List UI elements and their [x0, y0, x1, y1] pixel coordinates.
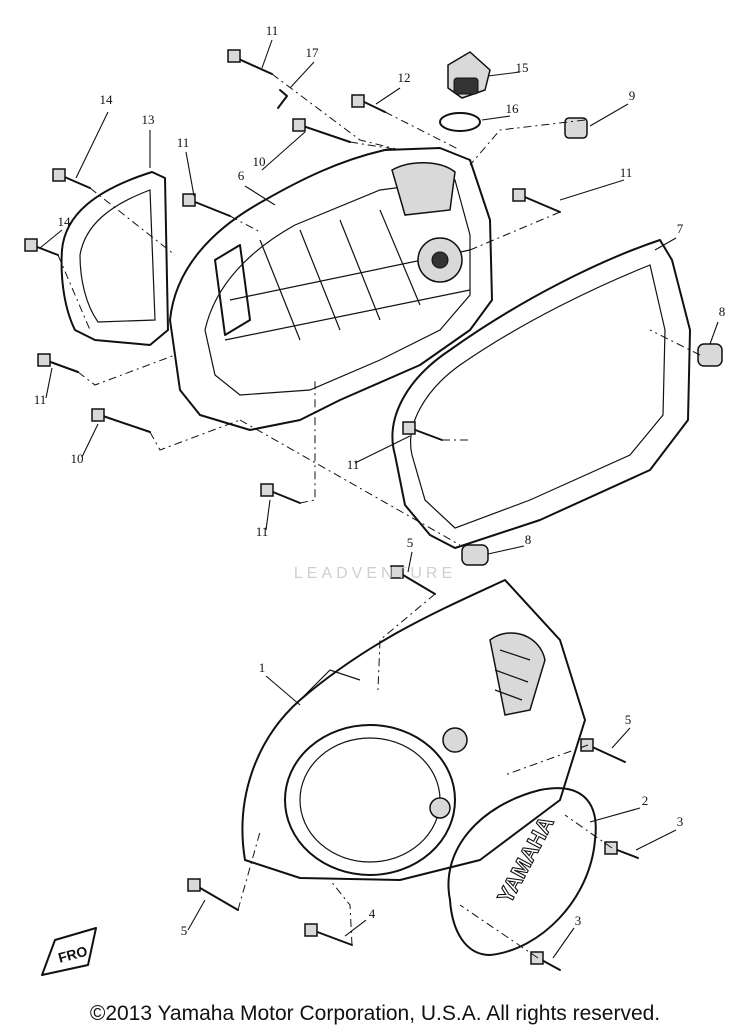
crankcase-cover-6 — [169, 147, 493, 431]
callout-11: 11 — [347, 457, 360, 472]
callout-10: 10 — [253, 154, 266, 169]
callout-13: 13 — [142, 112, 155, 127]
callout-11: 11 — [256, 524, 269, 539]
callout-5: 5 — [407, 535, 414, 550]
callout-5: 5 — [625, 712, 632, 727]
oil-filler-cap-15 — [447, 51, 491, 99]
callout-15: 15 — [516, 60, 529, 75]
callout-9: 9 — [629, 88, 636, 103]
gasket-7 — [391, 239, 691, 549]
copyright-notice: ©2013 Yamaha Motor Corporation, U.S.A. A… — [89, 1002, 661, 1025]
front-mark: FRO — [56, 943, 89, 966]
o-ring-16 — [439, 112, 481, 132]
callout-6: 6 — [238, 168, 245, 183]
callout-14: 14 — [100, 92, 114, 107]
front-direction-marker: FRO — [41, 927, 97, 976]
damper-8-lower — [461, 544, 489, 566]
screws — [24, 49, 639, 971]
callout-16: 16 — [506, 101, 520, 116]
callout-3: 3 — [575, 913, 582, 928]
callout-11: 11 — [177, 135, 190, 150]
callout-14: 14 — [58, 214, 72, 229]
plug-9 — [564, 117, 588, 139]
gasket-13 — [60, 171, 169, 346]
callout-12: 12 — [398, 70, 411, 85]
callout-11: 11 — [266, 23, 279, 38]
clutch-cover-1 — [241, 579, 586, 881]
exploded-parts-diagram: YAMAHA — [24, 23, 726, 976]
callout-3: 3 — [677, 814, 684, 829]
callout-10: 10 — [71, 451, 84, 466]
leader-lines — [39, 39, 719, 959]
clutch-cover-2: YAMAHA — [447, 787, 597, 956]
callout-1: 1 — [259, 660, 266, 675]
callout-8: 8 — [719, 304, 726, 319]
callout-11: 11 — [34, 392, 47, 407]
callout-2: 2 — [642, 793, 649, 808]
damper-8-upper — [697, 343, 723, 367]
callout-5: 5 — [181, 923, 188, 938]
watermark: LEADVENTURE — [293, 565, 457, 582]
assembly-lines — [57, 73, 701, 959]
callout-17: 17 — [306, 45, 320, 60]
callout-labels: 1233455567889101011111111111112131414151… — [34, 23, 726, 938]
callout-4: 4 — [369, 906, 376, 921]
callout-7: 7 — [677, 221, 684, 236]
callout-11: 11 — [620, 165, 633, 180]
callout-8: 8 — [525, 532, 532, 547]
